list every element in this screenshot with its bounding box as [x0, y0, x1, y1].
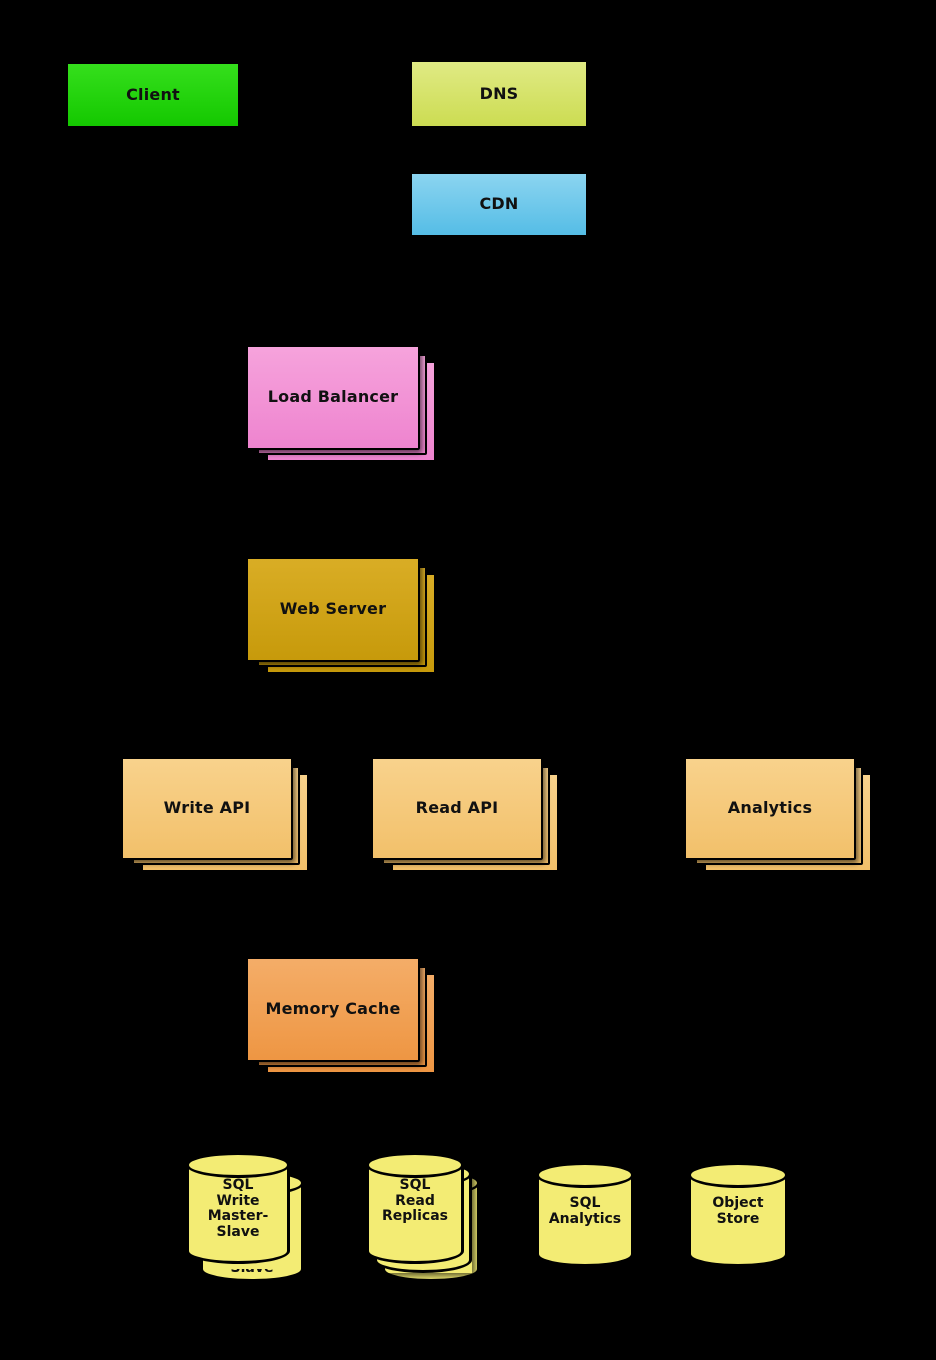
- cylinder-front: SQL Analytics: [536, 1162, 634, 1267]
- node-client-label: Client: [126, 84, 180, 104]
- node-dns-label: DNS: [479, 83, 519, 103]
- cylinder-top: [366, 1152, 464, 1178]
- cylinder-top: [536, 1162, 634, 1188]
- cylinder-body: [536, 1175, 634, 1254]
- cylinder-front: SQL Read Replicas: [366, 1152, 464, 1264]
- node-sql-analytics-label: SQL Analytics: [548, 1195, 622, 1227]
- node-analytics-label: Analytics: [727, 798, 813, 818]
- node-load-balancer: Load Balancer: [246, 345, 436, 462]
- node-write-api-label: Write API: [163, 798, 251, 818]
- cylinder-top: [186, 1152, 290, 1178]
- node-sql-write-master-slave: Slave SQL Write Master- Slave: [186, 1152, 304, 1282]
- node-memory-cache: Memory Cache: [246, 957, 436, 1074]
- cylinder-body: [688, 1175, 788, 1254]
- node-sql-read-replicas-label: SQL Read Replicas: [382, 1177, 448, 1225]
- node-client: Client: [66, 62, 240, 128]
- node-object-store-label: Object Store: [712, 1195, 764, 1227]
- cylinder-top: [688, 1162, 788, 1188]
- node-sql-read-replicas: SQL Read Replicas: [366, 1152, 480, 1282]
- node-read-api-label: Read API: [415, 798, 499, 818]
- cylinder-body: [366, 1165, 464, 1251]
- cylinder-body: [186, 1165, 290, 1251]
- node-analytics: Analytics: [684, 757, 872, 872]
- node-load-balancer-label: Load Balancer: [267, 387, 399, 407]
- cylinder-front: SQL Write Master- Slave: [186, 1152, 290, 1264]
- node-write-api: Write API: [121, 757, 309, 872]
- node-web-server-label: Web Server: [279, 599, 387, 619]
- node-object-store: Object Store: [688, 1162, 788, 1267]
- node-sql-write-master-slave-label: SQL Write Master- Slave: [207, 1177, 269, 1241]
- cylinder-front: Object Store: [688, 1162, 788, 1267]
- node-web-server: Web Server: [246, 557, 436, 674]
- node-dns: DNS: [410, 60, 588, 128]
- node-memory-cache-label: Memory Cache: [265, 999, 401, 1019]
- node-read-api: Read API: [371, 757, 559, 872]
- node-cdn: CDN: [410, 172, 588, 237]
- node-cdn-label: CDN: [479, 194, 519, 214]
- node-sql-analytics: SQL Analytics: [536, 1162, 634, 1267]
